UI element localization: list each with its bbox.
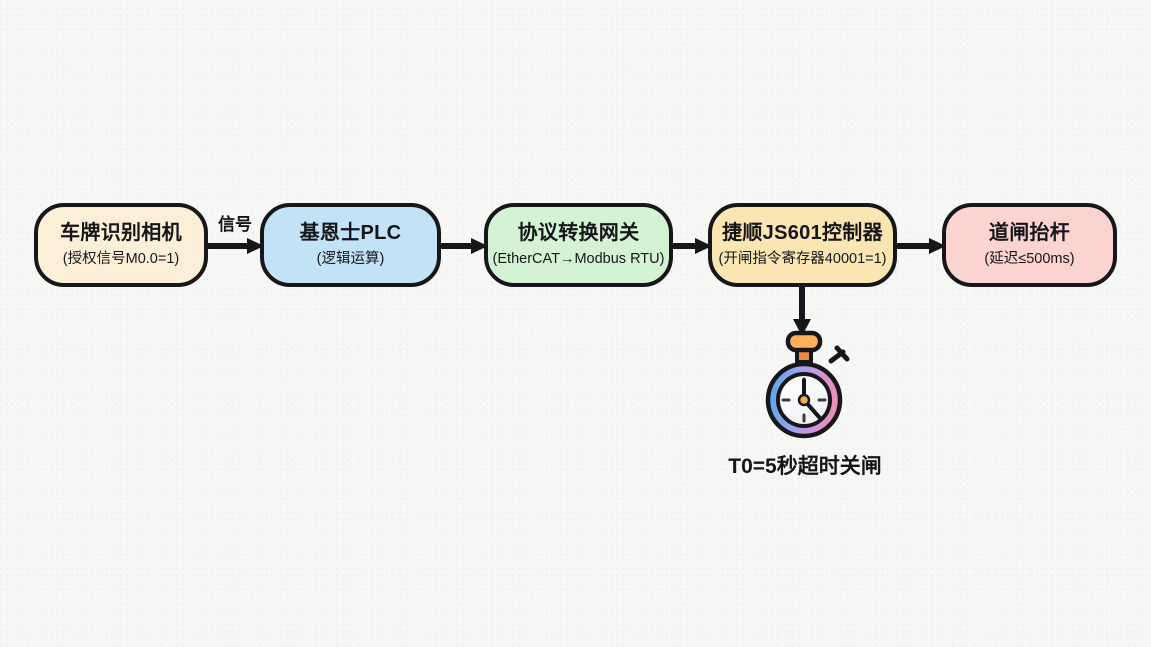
node-plc-subtitle: (逻辑运算)	[316, 251, 385, 268]
node-controller[interactable]: 捷顺JS601控制器 (开闸指令寄存器40001=1)	[708, 203, 897, 287]
node-camera-title: 车牌识别相机	[60, 222, 182, 245]
node-plc-title: 基恩士PLC	[299, 222, 402, 245]
edge-label-signal: 信号	[218, 215, 252, 234]
timer-caption: T0=5秒超时关闸	[728, 455, 882, 478]
node-camera-subtitle: (授权信号M0.0=1)	[62, 251, 180, 268]
node-gateway-title: 协议转换网关	[517, 222, 640, 245]
arrow-plc-to-gateway	[439, 238, 488, 254]
arrow-controller-to-barrier	[895, 238, 946, 254]
node-barrier[interactable]: 道闸抬杆 (延迟≤500ms)	[942, 203, 1117, 287]
stopwatch-icon	[765, 330, 850, 439]
node-camera[interactable]: 车牌识别相机 (授权信号M0.0=1)	[34, 203, 208, 287]
stopwatch-side-lever	[828, 345, 850, 364]
arrow-controller-to-timer	[793, 286, 811, 336]
node-controller-title: 捷顺JS601控制器	[722, 222, 883, 245]
arrow-camera-to-plc	[206, 238, 264, 254]
node-gateway[interactable]: 协议转换网关 (EtherCAT→Modbus RTU)	[484, 203, 673, 287]
node-barrier-title: 道闸抬杆	[988, 222, 1071, 245]
node-controller-subtitle: (开闸指令寄存器40001=1)	[718, 251, 887, 268]
node-gateway-subtitle: (EtherCAT→Modbus RTU)	[492, 251, 665, 268]
node-plc[interactable]: 基恩士PLC (逻辑运算)	[260, 203, 441, 287]
node-barrier-subtitle: (延迟≤500ms)	[984, 251, 1075, 268]
arrow-gateway-to-controller	[671, 238, 712, 254]
